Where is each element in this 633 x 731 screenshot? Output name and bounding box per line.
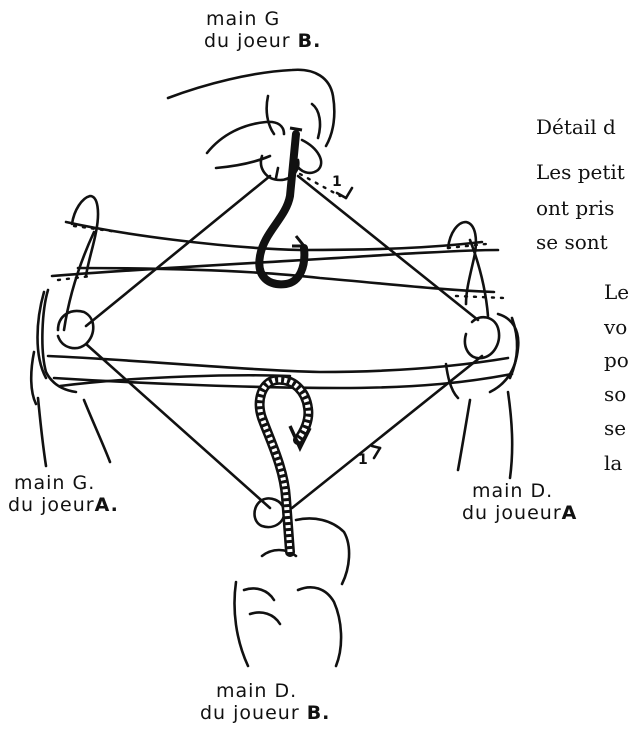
right-hand-drawing [446,222,518,478]
left-hand-drawing [31,196,110,466]
label-top-line1: main G [204,8,321,30]
text-line-4: Le [604,278,629,307]
label-top-hand: main G du joeur B. [204,8,321,52]
label-right-hand: main D. du joueurA [462,480,577,524]
label-bottom-line1: main D. [200,680,330,702]
label-left-player: A. [95,494,119,516]
label-bottom-player: B. [307,702,331,724]
text-line-9: la [604,449,622,478]
label-top-player: B. [298,30,322,52]
text-line-2: ont pris [536,194,614,223]
marker-upper: 1 [332,174,342,190]
text-line-8: se [604,414,626,443]
label-bottom-hand: main D. du joueur B. [200,680,330,724]
text-line-7: so [604,380,626,409]
text-line-1: Les petit [536,158,625,187]
label-bottom-line2: du joueur [200,702,300,724]
caption-detail: Détail d [536,113,616,142]
arrow-ticks [337,188,380,458]
text-line-3: se sont [536,228,608,257]
label-right-line1: main D. [462,480,577,502]
text-line-5: vo [604,313,627,342]
hidden-strings [58,174,504,298]
label-left-line2: du joeur [8,494,95,516]
label-left-line1: main G. [8,472,119,494]
label-right-player: A [562,502,578,524]
label-top-line2: du joeur [204,30,291,52]
marker-lower: 1 [358,452,368,468]
top-hand-drawing [168,70,334,180]
text-line-6: po [604,346,629,375]
label-right-line2: du joueur [462,502,562,524]
label-left-hand: main G. du joeurA. [8,472,119,516]
